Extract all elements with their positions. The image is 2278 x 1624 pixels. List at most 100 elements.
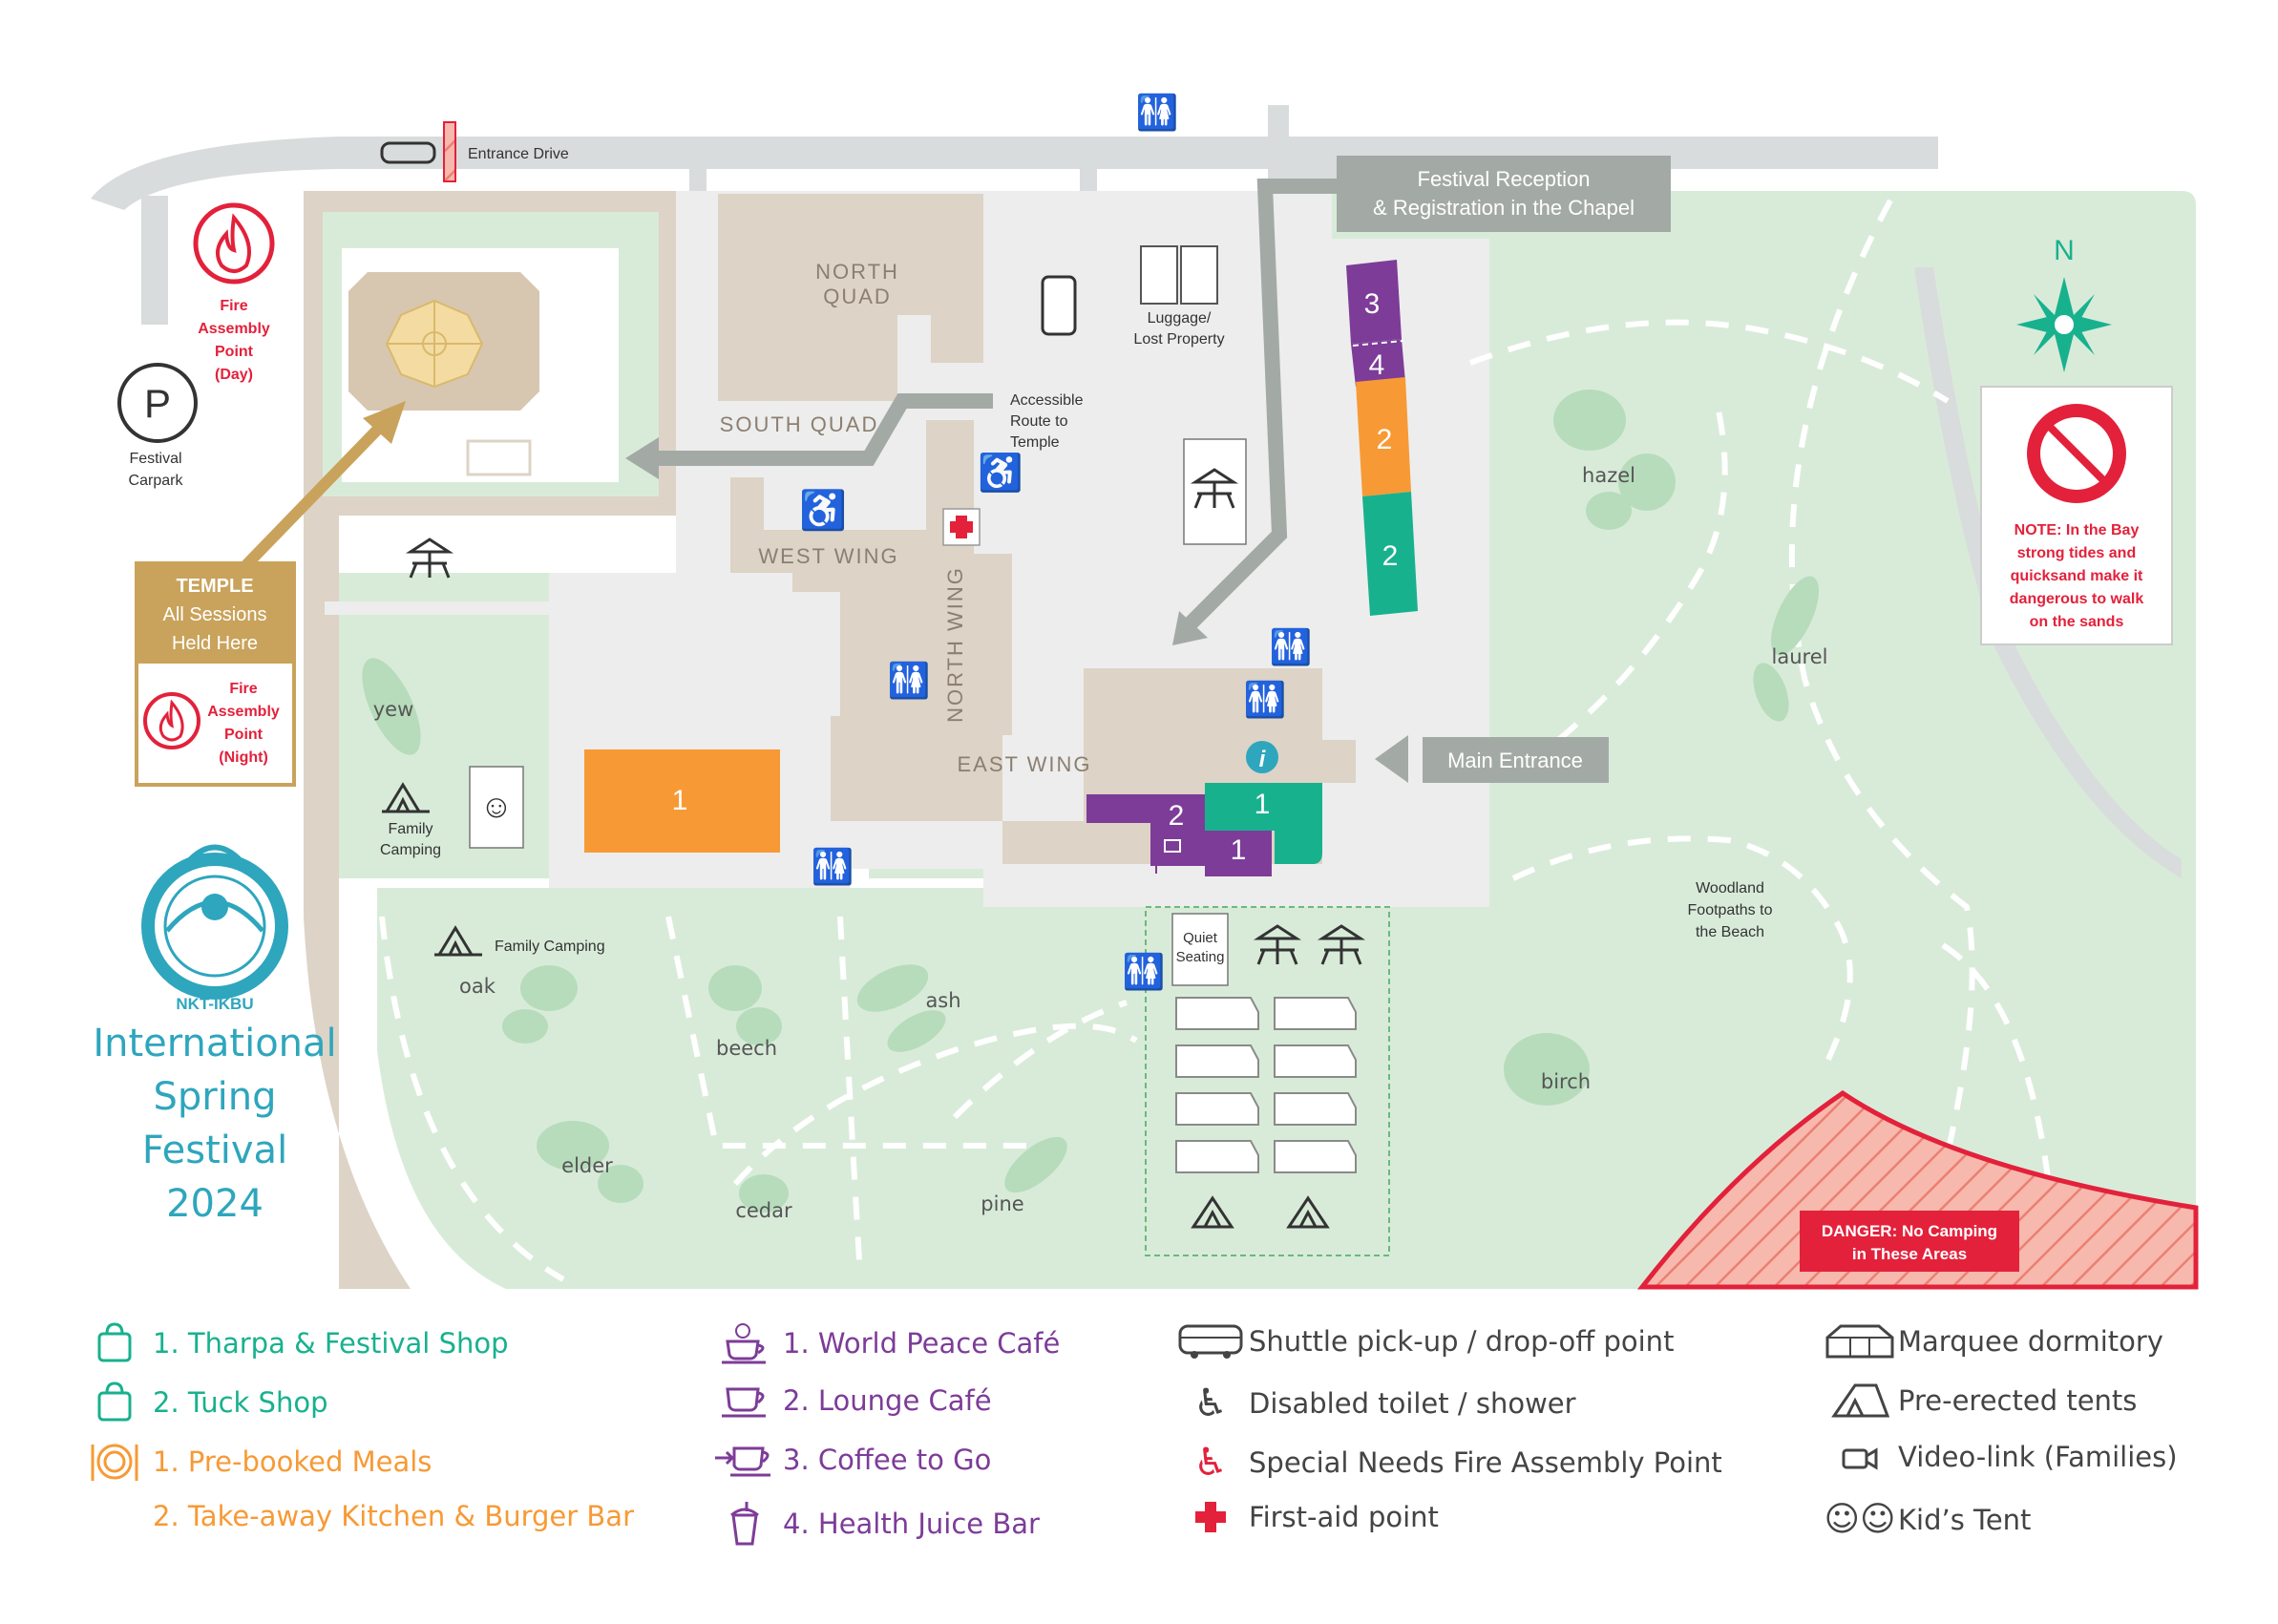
legend-tuck-shop: 2. Tuck Shop <box>76 1381 327 1424</box>
quiet-seating-box <box>1171 913 1229 986</box>
video-camera-icon <box>1822 1443 1898 1471</box>
zone-2-orange <box>1356 377 1411 496</box>
family-tent-icon-a <box>382 782 430 813</box>
zone-4-label: 4 <box>1369 349 1385 381</box>
accessible-2: Route to <box>1010 413 1068 430</box>
family-camping-a2: Camping <box>380 842 441 858</box>
bag-icon <box>76 1381 153 1424</box>
grass-east <box>1332 191 2196 1289</box>
tree-ash: ash <box>925 989 960 1012</box>
special-needs-fire-icon: ♿ <box>978 452 1023 494</box>
zone-3-label: 3 <box>1364 288 1381 320</box>
south-quad-label: SOUTH QUAD <box>720 412 879 436</box>
fire-night-1: Fire <box>229 681 257 697</box>
danger-line1: DANGER: No Camping <box>1822 1222 1997 1240</box>
danger-line2: in These Areas <box>1852 1245 1967 1263</box>
west-path <box>304 516 411 1289</box>
entrance-drive-label: Entrance Drive <box>468 146 569 162</box>
shuttle-bus-icon <box>1172 1322 1249 1360</box>
luggage-box-1 <box>1140 245 1178 305</box>
tree-beech: beech <box>716 1037 777 1060</box>
meals-1-label: 1 <box>672 785 688 816</box>
temple-tag-3: Held Here <box>172 633 258 654</box>
legend-lounge-label: 2. Lounge Café <box>783 1384 992 1417</box>
main-entrance-arrowhead <box>1375 735 1408 783</box>
note-2: strong tides and <box>2017 545 2136 561</box>
car-icon <box>380 141 436 164</box>
legend-first-aid-label: First-aid point <box>1249 1501 1439 1533</box>
tree-cedar: cedar <box>735 1199 792 1222</box>
purple-1-block <box>1205 831 1272 876</box>
temple-arrow <box>234 415 391 578</box>
title-line-4: 2024 <box>166 1182 264 1226</box>
legend-lounge-cafe: 2. Lounge Café <box>707 1381 992 1420</box>
legend-tharpa-label: 1. Tharpa & Festival Shop <box>153 1327 509 1360</box>
legend-tuck-label: 2. Tuck Shop <box>153 1386 328 1419</box>
compass-n: N <box>2054 235 2075 266</box>
luggage-box-2 <box>1180 245 1218 305</box>
wheelchair-icon: ♿ <box>1193 1381 1228 1425</box>
video-link-icon <box>1164 839 1181 853</box>
legend-disabled-label: Disabled toilet / shower <box>1249 1387 1576 1420</box>
toilets-icon-east: 🚻 <box>1270 627 1313 666</box>
legend-first-aid: First-aid point <box>1172 1500 1439 1534</box>
quiet-seating-2: Seating <box>1176 949 1225 965</box>
first-aid-cross-icon <box>1172 1500 1249 1534</box>
green-1-shop <box>1205 783 1322 864</box>
juice-cup-icon <box>707 1500 783 1548</box>
legend-tharpa-shop: 1. Tharpa & Festival Shop <box>76 1322 509 1364</box>
fire-night-4: (Night) <box>219 749 268 766</box>
pre-erected-tent-icons <box>1191 1195 1330 1229</box>
woodland-2: Footpaths to <box>1688 902 1773 918</box>
main-entrance-box <box>1423 737 1609 783</box>
toilets-icon-sw: 🚻 <box>812 847 854 886</box>
east-beach-path <box>1914 267 2182 878</box>
legend-marquee: Marquee dormitory <box>1822 1322 2163 1360</box>
quiet-seating-1: Quiet <box>1183 930 1218 946</box>
plate-cutlery-icon <box>76 1441 153 1483</box>
road-stub-3 <box>1268 105 1289 138</box>
fire-day-icon <box>193 202 275 285</box>
reception-line1: Festival Reception <box>1418 167 1591 191</box>
accessible-3: Temple <box>1010 434 1060 451</box>
fire-night-2: Assembly <box>207 704 280 720</box>
purple-1-label: 1 <box>1231 834 1247 866</box>
footpaths <box>379 199 2056 1282</box>
luggage-line1: Luggage/ <box>1148 310 1212 327</box>
danger-zone <box>1636 1089 2199 1290</box>
reception-arrow <box>1183 179 1337 631</box>
road-left <box>141 196 168 325</box>
entrance-barrier <box>443 121 456 182</box>
legend-shuttle: Shuttle pick-up / drop-off point <box>1172 1322 1674 1360</box>
green-1-label: 1 <box>1255 789 1271 820</box>
family-camping-a1: Family <box>388 821 432 837</box>
carpark-2: Carpark <box>129 473 184 489</box>
legend-coffee-to-go: 3. Coffee to Go <box>707 1441 991 1479</box>
legend-takeaway: 2. Take-away Kitchen & Burger Bar <box>76 1500 634 1532</box>
tree-oak: oak <box>459 975 496 998</box>
parking-letter: P <box>144 381 171 426</box>
svg-text:i: i <box>1259 747 1267 772</box>
festival-title: International Spring Festival 2024 <box>67 1017 363 1231</box>
kids-tent-icon: ☺ <box>480 789 514 825</box>
marquee-icon <box>1822 1322 1898 1360</box>
tree-pine: pine <box>981 1192 1023 1215</box>
note-1: NOTE: In the Bay <box>2014 522 2140 538</box>
north-wing-label: NORTH WING <box>943 566 967 723</box>
takeaway-cup-icon <box>707 1441 783 1479</box>
tree-hazel: hazel <box>1582 464 1635 487</box>
temple-annex <box>466 439 532 476</box>
parking-icon <box>117 363 198 443</box>
legend-world-peace-cafe: 1. World Peace Café <box>707 1322 1060 1364</box>
tree-elder: elder <box>561 1154 613 1177</box>
temple-tag-2: All Sessions <box>163 604 267 625</box>
accessible-1: Accessible <box>1010 392 1084 409</box>
legend-wpc-label: 1. World Peace Café <box>783 1327 1061 1360</box>
zone-2b-label: 2 <box>1382 540 1399 572</box>
toilets-icon-top: 🚻 <box>1136 93 1179 132</box>
tree-laurel: laurel <box>1772 645 1828 668</box>
zone-3 <box>1346 260 1402 344</box>
note-5: on the sands <box>2030 614 2124 630</box>
reception-box <box>1337 156 1671 232</box>
